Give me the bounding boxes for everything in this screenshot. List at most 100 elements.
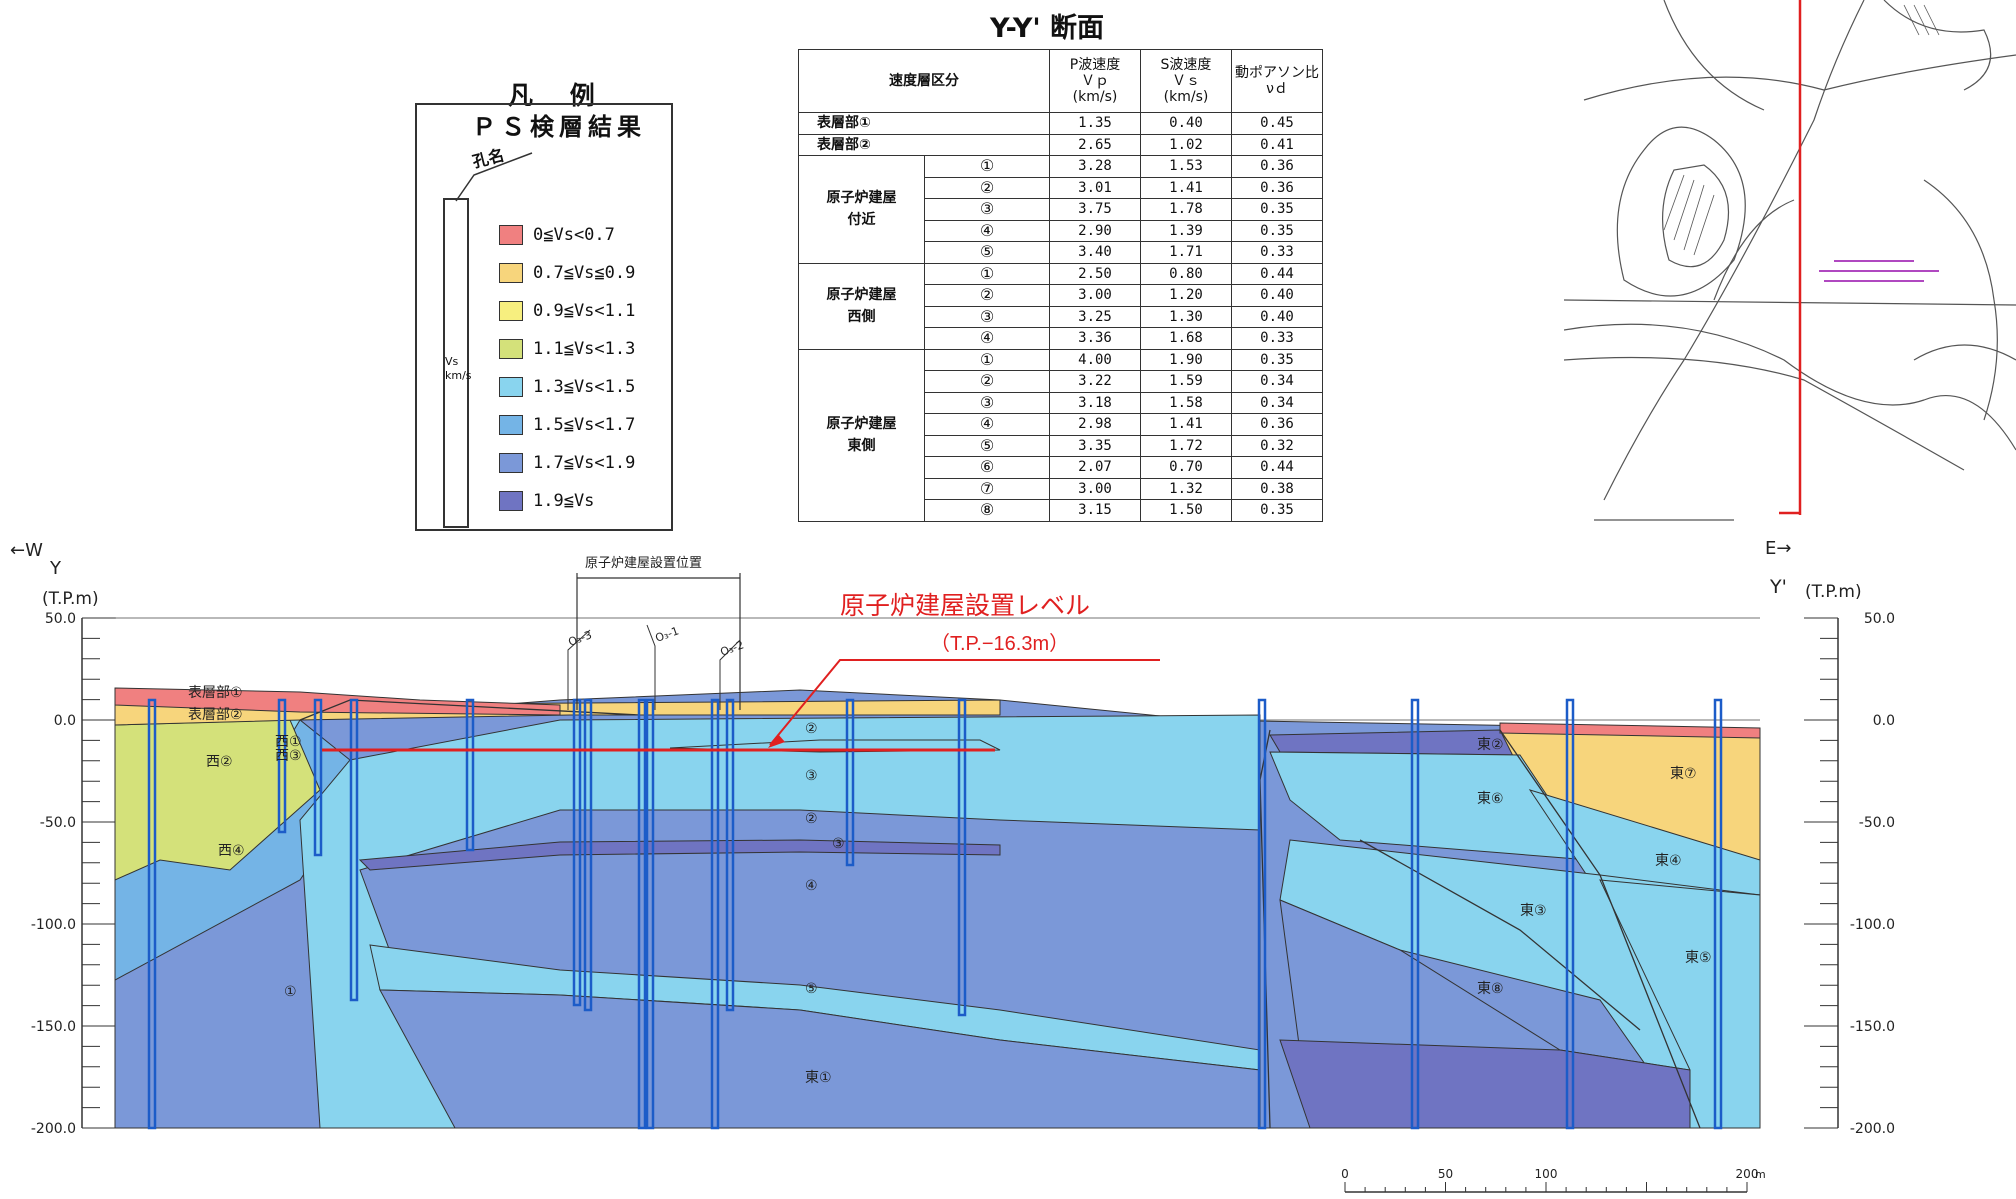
- left-tick-label: -50.0: [40, 815, 76, 831]
- legend-title: ＰＳ検層結果: [472, 113, 646, 141]
- legend-item: 1.9≦Vs: [499, 488, 594, 514]
- table-cell-group: 表層部②: [798, 133, 1050, 156]
- location-map: [1564, 0, 2016, 530]
- legend-label: 1.3≦Vs<1.5: [533, 377, 636, 397]
- left-tick-label: -200.0: [31, 1121, 76, 1137]
- legend-swatch: [499, 453, 523, 473]
- building-level-value: （T.P.−16.3m）: [930, 632, 1069, 655]
- table-cell-vp: 3.01: [1049, 176, 1141, 199]
- borehole-leader: [646, 624, 656, 710]
- borehole: [1257, 698, 1267, 1130]
- table-cell-vp: 3.35: [1049, 434, 1141, 457]
- map-lines: [1564, 0, 2016, 521]
- borehole: [725, 698, 735, 1012]
- layer-label: 東①: [805, 1070, 832, 1086]
- table-cell-nu: 0.35: [1231, 198, 1323, 221]
- table-cell-vs: 1.50: [1140, 499, 1232, 522]
- layer-label: 東⑥: [1477, 791, 1504, 807]
- layer-label: ③: [832, 836, 845, 852]
- table-cell-nu: 0.38: [1231, 477, 1323, 500]
- left-tick-label: -100.0: [31, 917, 76, 933]
- layer-label: ④: [805, 878, 818, 894]
- right-tick-label: -50.0: [1859, 815, 1895, 831]
- legend-hole-leader: [455, 152, 533, 202]
- layer-label: ⑤: [805, 981, 818, 997]
- table-cell-vp: 3.15: [1049, 499, 1141, 522]
- layer-label: 表層部①: [188, 685, 243, 701]
- table-cell-vp: 3.36: [1049, 327, 1141, 350]
- borehole: [637, 698, 647, 1130]
- legend-label: 0.9≦Vs<1.1: [533, 301, 636, 321]
- table-cell-vp: 2.65: [1049, 133, 1141, 156]
- legend-item: 0.9≦Vs<1.1: [499, 298, 635, 324]
- borehole: [1713, 698, 1723, 1130]
- table-cell-nu: 0.45: [1231, 112, 1323, 135]
- right-tick-label: -100.0: [1850, 917, 1895, 933]
- table-cell-vs: 1.20: [1140, 284, 1232, 307]
- left-unit-label: (T.P.m): [42, 589, 99, 609]
- borehole-name: O₃-1: [654, 624, 681, 644]
- map-hatching: [1663, 4, 1940, 256]
- table-cell-vs: 1.39: [1140, 219, 1232, 242]
- layer-surface-red: [114, 687, 561, 716]
- table-cell-vs: 1.58: [1140, 391, 1232, 414]
- table-cell-nu: 0.41: [1231, 133, 1323, 156]
- borehole: [277, 698, 287, 834]
- page-title: Y-Y' 断面: [990, 13, 1105, 44]
- table-cell-vs: 1.02: [1140, 133, 1232, 156]
- layer-label: ①: [284, 984, 297, 1000]
- legend-item: 0≦Vs<0.7: [499, 222, 615, 248]
- layer-label: ③: [805, 768, 818, 784]
- legend-swatch: [499, 263, 523, 283]
- table-cell-layer: ⑦: [924, 477, 1050, 500]
- layer-label: 西③: [275, 748, 302, 764]
- scale-bar-label: 50: [1438, 1167, 1453, 1181]
- scale-bar-label: 100: [1535, 1167, 1558, 1181]
- east-label: E→: [1765, 538, 1791, 559]
- borehole: [1565, 698, 1575, 1130]
- legend-swatch: [499, 491, 523, 511]
- table-cell-layer: ⑧: [924, 499, 1050, 522]
- legend-item: 1.7≦Vs<1.9: [499, 450, 635, 476]
- borehole-columns: [147, 698, 1723, 1130]
- table-cell-vs: 1.41: [1140, 176, 1232, 199]
- layer-label: 東⑦: [1670, 766, 1697, 782]
- table-cell-vp: 2.07: [1049, 456, 1141, 479]
- table-cell-vs: 1.72: [1140, 434, 1232, 457]
- scale-bar-unit: m: [1755, 1168, 1766, 1181]
- legend-column-label-line: Vs: [445, 355, 459, 368]
- table-cell-vp: 3.40: [1049, 241, 1141, 264]
- table-cell-group: 原子炉建屋付近: [798, 155, 925, 264]
- table-cell-vs: 1.71: [1140, 241, 1232, 264]
- left-tick-label: 0.0: [54, 713, 76, 729]
- legend-swatch: [499, 339, 523, 359]
- table-cell-nu: 0.35: [1231, 348, 1323, 371]
- table-cell-vp: 3.22: [1049, 370, 1141, 393]
- borehole: [845, 698, 855, 867]
- table-cell-nu: 0.44: [1231, 262, 1323, 285]
- table-cell-layer: ⑤: [924, 241, 1050, 264]
- building-level-leader: [769, 659, 1160, 746]
- table-cell-vs: 0.80: [1140, 262, 1232, 285]
- borehole-name: O₃-2: [719, 638, 746, 658]
- table-cell-vs: 1.32: [1140, 477, 1232, 500]
- table-cell-layer: ③: [924, 391, 1050, 414]
- table-cell-vs: 1.41: [1140, 413, 1232, 436]
- building-level-label: 原子炉建屋設置レベル: [840, 592, 1090, 620]
- layer-east-surface: [1499, 722, 1761, 739]
- legend-item: 1.1≦Vs<1.3: [499, 336, 635, 362]
- table-cell-layer: ②: [924, 284, 1050, 307]
- table-cell-vp: 1.35: [1049, 112, 1141, 135]
